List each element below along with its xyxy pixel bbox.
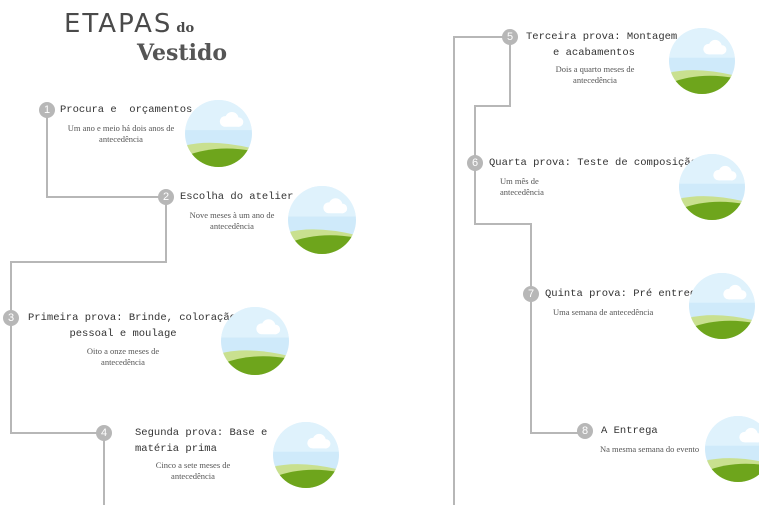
stage-7-badge: 7 [523, 286, 539, 302]
landscape-placeholder-icon [273, 422, 339, 488]
title-do: do [176, 21, 195, 36]
title-sub: Vestido [137, 40, 228, 66]
stage-2-image [288, 186, 356, 254]
stage-3-desc: Oito a onze meses de antecedência [86, 346, 160, 367]
stage-2-badge: 2 [158, 189, 174, 205]
landscape-placeholder-icon [185, 100, 252, 167]
stage-5-image [669, 28, 735, 94]
stage-4-image [273, 422, 339, 488]
stage-2-title: Escolha do atelier [180, 191, 294, 203]
stage-7-desc: Uma semana de antecedência [553, 307, 654, 317]
stage-6-title: Quarta prova: Teste de composição [489, 157, 697, 169]
landscape-placeholder-icon [689, 273, 755, 339]
landscape-placeholder-icon [221, 307, 289, 375]
landscape-placeholder-icon [705, 416, 759, 482]
stage-4-title: Segunda prova: Base e matéria prima [135, 427, 268, 455]
stage-7-image [689, 273, 755, 339]
stage-6-badge: 6 [467, 155, 483, 171]
stage-3-badge: 3 [3, 310, 19, 326]
stage-2-desc: Nove meses à um ano de antecedência [189, 210, 275, 231]
stage-5-desc: Dois a quarto meses de antecedência [555, 64, 635, 85]
stage-3-title: Primeira prova: Brinde, coloração pessoa… [28, 312, 236, 340]
stage-4-desc: Cinco a sete meses de antecedência [155, 460, 231, 481]
stage-6-image [679, 154, 745, 220]
stage-1-desc: Um ano e meio há dois anos de antecedênc… [67, 123, 175, 144]
stage-1-badge: 1 [39, 102, 55, 118]
stage-7-title: Quinta prova: Pré entrega [545, 288, 703, 300]
landscape-placeholder-icon [669, 28, 735, 94]
stage-6-desc: Um mês de antecedência [500, 176, 544, 197]
stage-5-badge: 5 [502, 29, 518, 45]
stage-8-title: A Entrega [601, 425, 658, 437]
stage-8-desc: Na mesma semana do evento [600, 444, 700, 454]
stage-1-title: Procura e orçamentos [60, 104, 193, 116]
stage-1-image [185, 100, 252, 167]
stage-5-title: Terceira prova: Montagem e acabamentos [526, 31, 678, 59]
landscape-placeholder-icon [679, 154, 745, 220]
stage-8-image [705, 416, 759, 482]
landscape-placeholder-icon [288, 186, 356, 254]
stage-3-image [221, 307, 289, 375]
stage-4-badge: 4 [96, 425, 112, 441]
stage-8-badge: 8 [577, 423, 593, 439]
